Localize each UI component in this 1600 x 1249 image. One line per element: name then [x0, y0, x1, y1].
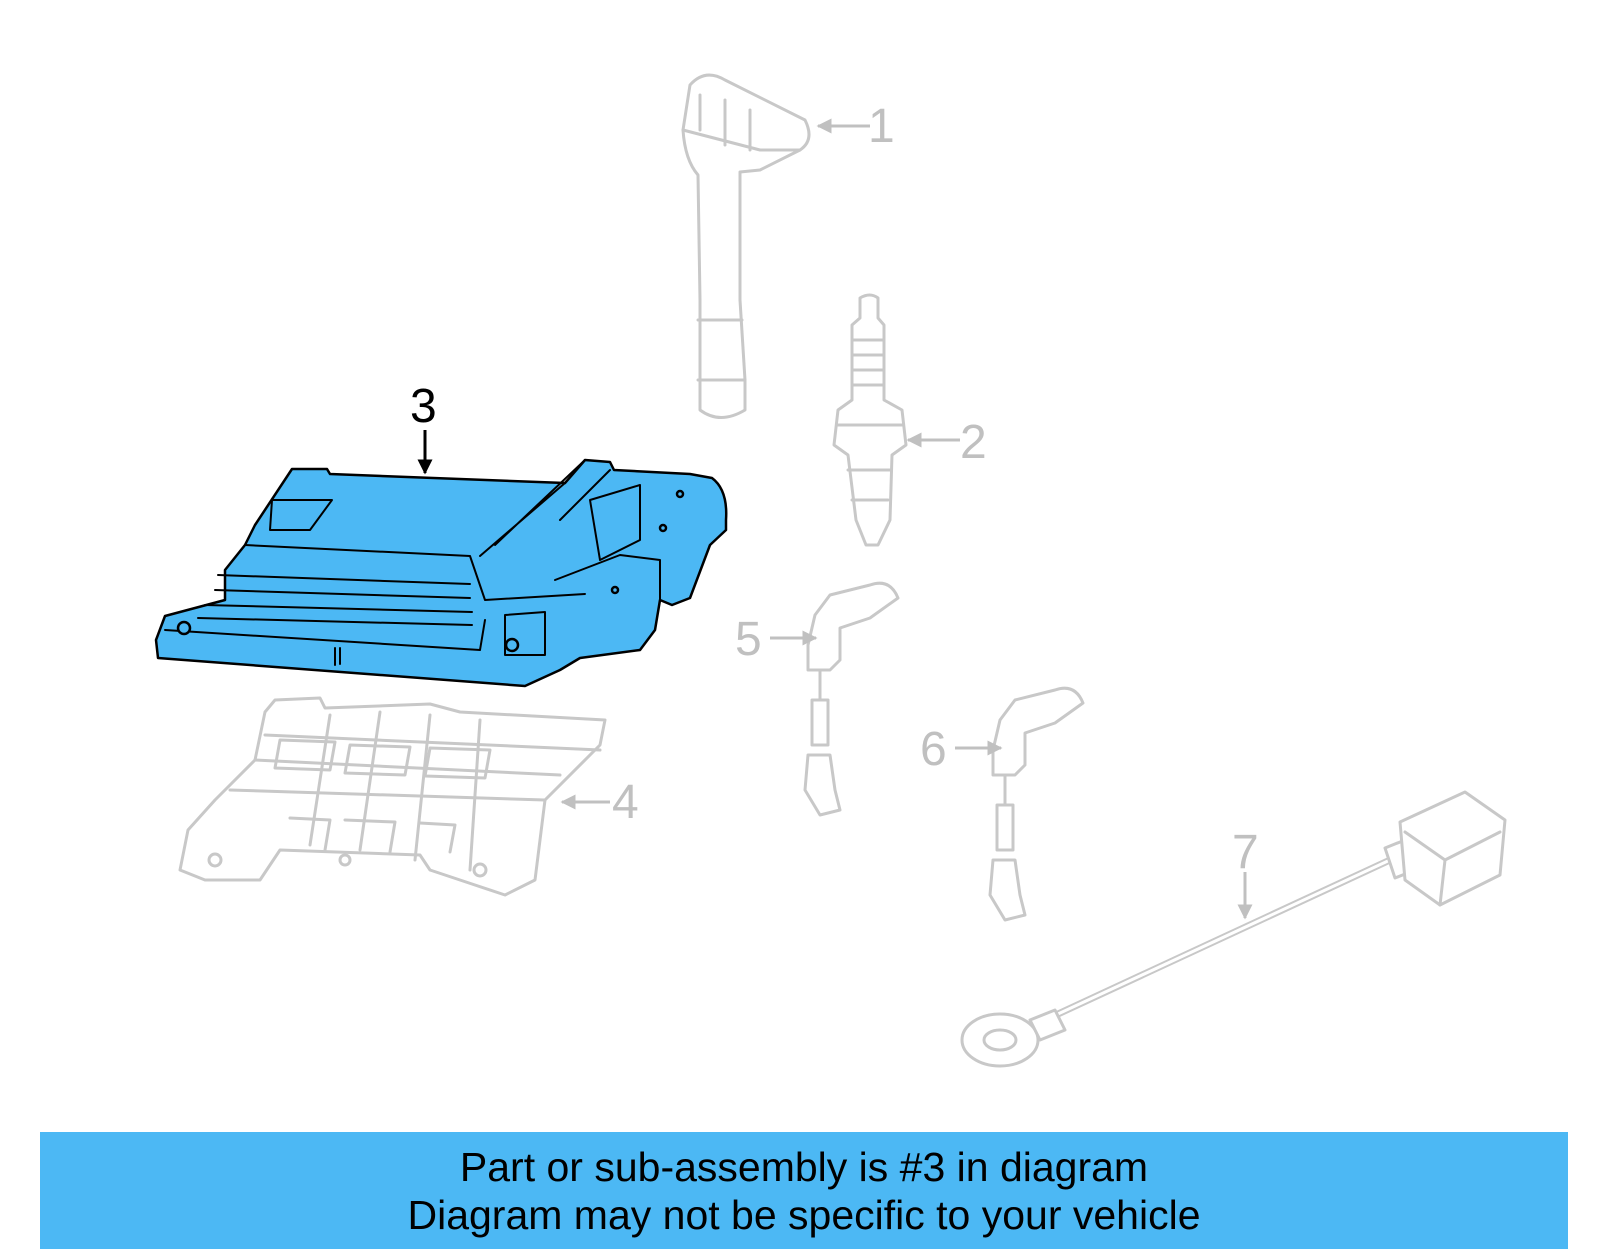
callout-5: 5 — [735, 613, 762, 666]
spark-plug-part[interactable] — [832, 293, 908, 547]
callout-1: 1 — [868, 100, 895, 153]
sensor-5-part[interactable] — [803, 581, 900, 817]
ignition-coil-part[interactable] — [681, 73, 811, 419]
sensor-6-part[interactable] — [988, 686, 1085, 922]
banner-line-disclaimer: Diagram may not be specific to your vehi… — [407, 1191, 1201, 1238]
callout-4: 4 — [612, 776, 639, 829]
sensor-lead-7-part[interactable] — [960, 790, 1507, 1068]
ecu-module-part[interactable] — [154, 458, 728, 688]
callout-3: 3 — [410, 380, 437, 433]
ecu-bracket-part[interactable] — [178, 696, 607, 897]
banner-line-part-number: Part or sub-assembly is #3 in diagram — [459, 1143, 1149, 1190]
callout-7: 7 — [1232, 826, 1259, 879]
parts-diagram: 1 2 3 4 5 6 7 — [154, 73, 1507, 1068]
info-banner: Part or sub-assembly is #3 in diagram Di… — [40, 1132, 1568, 1249]
callout-2: 2 — [960, 416, 987, 469]
callout-6: 6 — [920, 723, 947, 776]
